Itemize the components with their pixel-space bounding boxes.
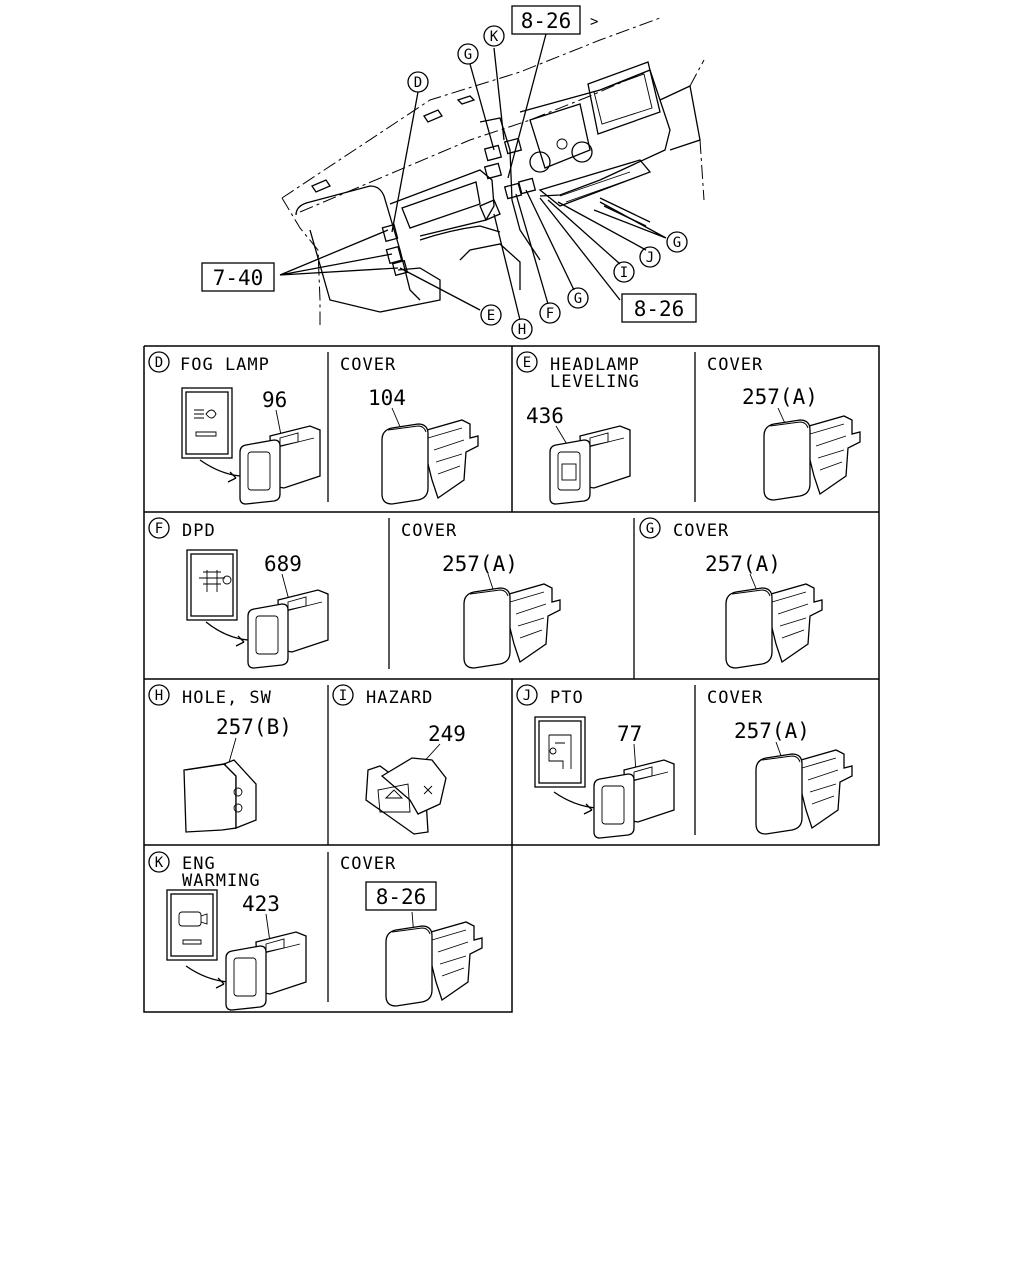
svg-text:I: I: [620, 265, 628, 281]
pto-symbol-card: [534, 716, 586, 788]
eng-warming-cover-ref-box[interactable]: 8-26: [365, 881, 437, 911]
g-cover-part: [725, 583, 823, 669]
svg-text:436: 436: [526, 404, 564, 428]
svg-text:COVER: COVER: [340, 854, 396, 874]
svg-text:COVER: COVER: [673, 521, 729, 541]
svg-text:H: H: [518, 322, 526, 338]
svg-text:LEVELING: LEVELING: [550, 372, 640, 392]
section-j-pto: J PTO 77 COVER 257(A): [516, 684, 853, 839]
parts-grid: [143, 345, 880, 1013]
eng-warming-switch: [225, 931, 307, 1011]
svg-text:WARMING: WARMING: [182, 871, 261, 891]
dpd-symbol-card: [186, 549, 238, 621]
svg-text:HOLE, SW: HOLE, SW: [182, 688, 272, 708]
fog-lamp-cover: [381, 419, 479, 505]
svg-text:F: F: [155, 521, 163, 537]
svg-text:H: H: [155, 688, 163, 704]
callout-g-right: G: [666, 231, 688, 253]
svg-text:D: D: [414, 75, 422, 91]
svg-text:DPD: DPD: [182, 521, 216, 541]
svg-text:249: 249: [428, 722, 466, 746]
svg-text:G: G: [464, 47, 472, 63]
ref-box-left[interactable]: 7-40: [201, 262, 275, 292]
fog-lamp-symbol-card: [181, 387, 233, 459]
svg-text:COVER: COVER: [401, 521, 457, 541]
section-i-hazard: I HAZARD 249: [332, 684, 466, 835]
callout-j: J: [639, 246, 661, 268]
section-d-fog-lamp: D FOG LAMP 96 COVER 104: [148, 351, 479, 505]
svg-text:G: G: [673, 235, 681, 251]
ref-box-top[interactable]: 8-26 >: [511, 5, 598, 35]
callout-h: H: [511, 318, 533, 340]
ref-box-right[interactable]: 8-26: [621, 293, 697, 323]
svg-text:96: 96: [262, 388, 287, 412]
svg-text:D: D: [155, 355, 163, 371]
svg-text:G: G: [574, 291, 582, 307]
svg-text:COVER: COVER: [707, 355, 763, 375]
callout-k: K: [483, 25, 505, 47]
svg-text:257(A): 257(A): [442, 552, 518, 576]
eng-warming-cover: [385, 921, 483, 1007]
svg-text:E: E: [523, 355, 531, 371]
svg-text:8-26: 8-26: [376, 885, 427, 909]
svg-text:E: E: [487, 308, 495, 324]
svg-text:257(A): 257(A): [734, 719, 810, 743]
svg-text:77: 77: [617, 722, 642, 746]
section-f-dpd: F DPD 689 COVER 257(A): [148, 517, 561, 669]
svg-text:HAZARD: HAZARD: [366, 688, 433, 708]
svg-text:PTO: PTO: [550, 688, 584, 708]
svg-text:HEADLAMP: HEADLAMP: [550, 355, 640, 375]
headlamp-leveling-cover: [763, 415, 861, 501]
svg-text:COVER: COVER: [340, 355, 396, 375]
callout-d: D: [407, 71, 429, 93]
svg-text:J: J: [523, 688, 531, 704]
svg-text:257(A): 257(A): [705, 552, 781, 576]
svg-text:K: K: [490, 29, 499, 45]
headlamp-leveling-switch: [549, 425, 631, 505]
svg-text:257(A): 257(A): [742, 385, 818, 409]
dpd-switch: [247, 589, 329, 669]
svg-text:7-40: 7-40: [213, 266, 264, 290]
section-k-eng-warming: K ENG WARMING 423 COVER 8-26: [148, 851, 483, 1011]
svg-text:I: I: [339, 688, 347, 704]
svg-text:FOG LAMP: FOG LAMP: [180, 355, 270, 375]
svg-text:104: 104: [368, 386, 406, 410]
section-e-headlamp-leveling: E HEADLAMP LEVELING 436 COVER 257(A): [516, 351, 861, 505]
callout-f: F: [539, 302, 561, 324]
svg-text:ENG: ENG: [182, 854, 216, 874]
hazard-switch: [365, 757, 447, 835]
section-g-cover: G COVER 257(A): [639, 517, 823, 669]
pto-cover: [755, 749, 853, 835]
svg-text:689: 689: [264, 552, 302, 576]
callout-g-mid: G: [567, 287, 589, 309]
section-h-hole-sw: H HOLE, SW 257(B): [148, 684, 292, 833]
svg-text:K: K: [155, 855, 164, 871]
pto-switch: [593, 759, 675, 839]
hole-sw-blank-cover: [183, 759, 257, 833]
svg-text:J: J: [646, 250, 654, 266]
svg-text:257(B): 257(B): [216, 715, 292, 739]
svg-text:8-26: 8-26: [634, 297, 685, 321]
svg-text:COVER: COVER: [707, 688, 763, 708]
svg-text:>: >: [590, 14, 598, 30]
svg-text:G: G: [646, 521, 654, 537]
dpd-cover: [463, 583, 561, 669]
callout-g-top: G: [457, 43, 479, 65]
svg-text:8-26: 8-26: [521, 9, 572, 33]
fog-lamp-switch: [239, 425, 321, 505]
callout-e: E: [480, 304, 502, 326]
instrument-panel-overview: D G K E H F G I J G 8-26 > 7-40 8-26: [201, 5, 705, 340]
svg-text:F: F: [546, 306, 554, 322]
callout-i: I: [613, 261, 635, 283]
svg-text:423: 423: [242, 892, 280, 916]
eng-warming-symbol-card: [166, 889, 218, 961]
